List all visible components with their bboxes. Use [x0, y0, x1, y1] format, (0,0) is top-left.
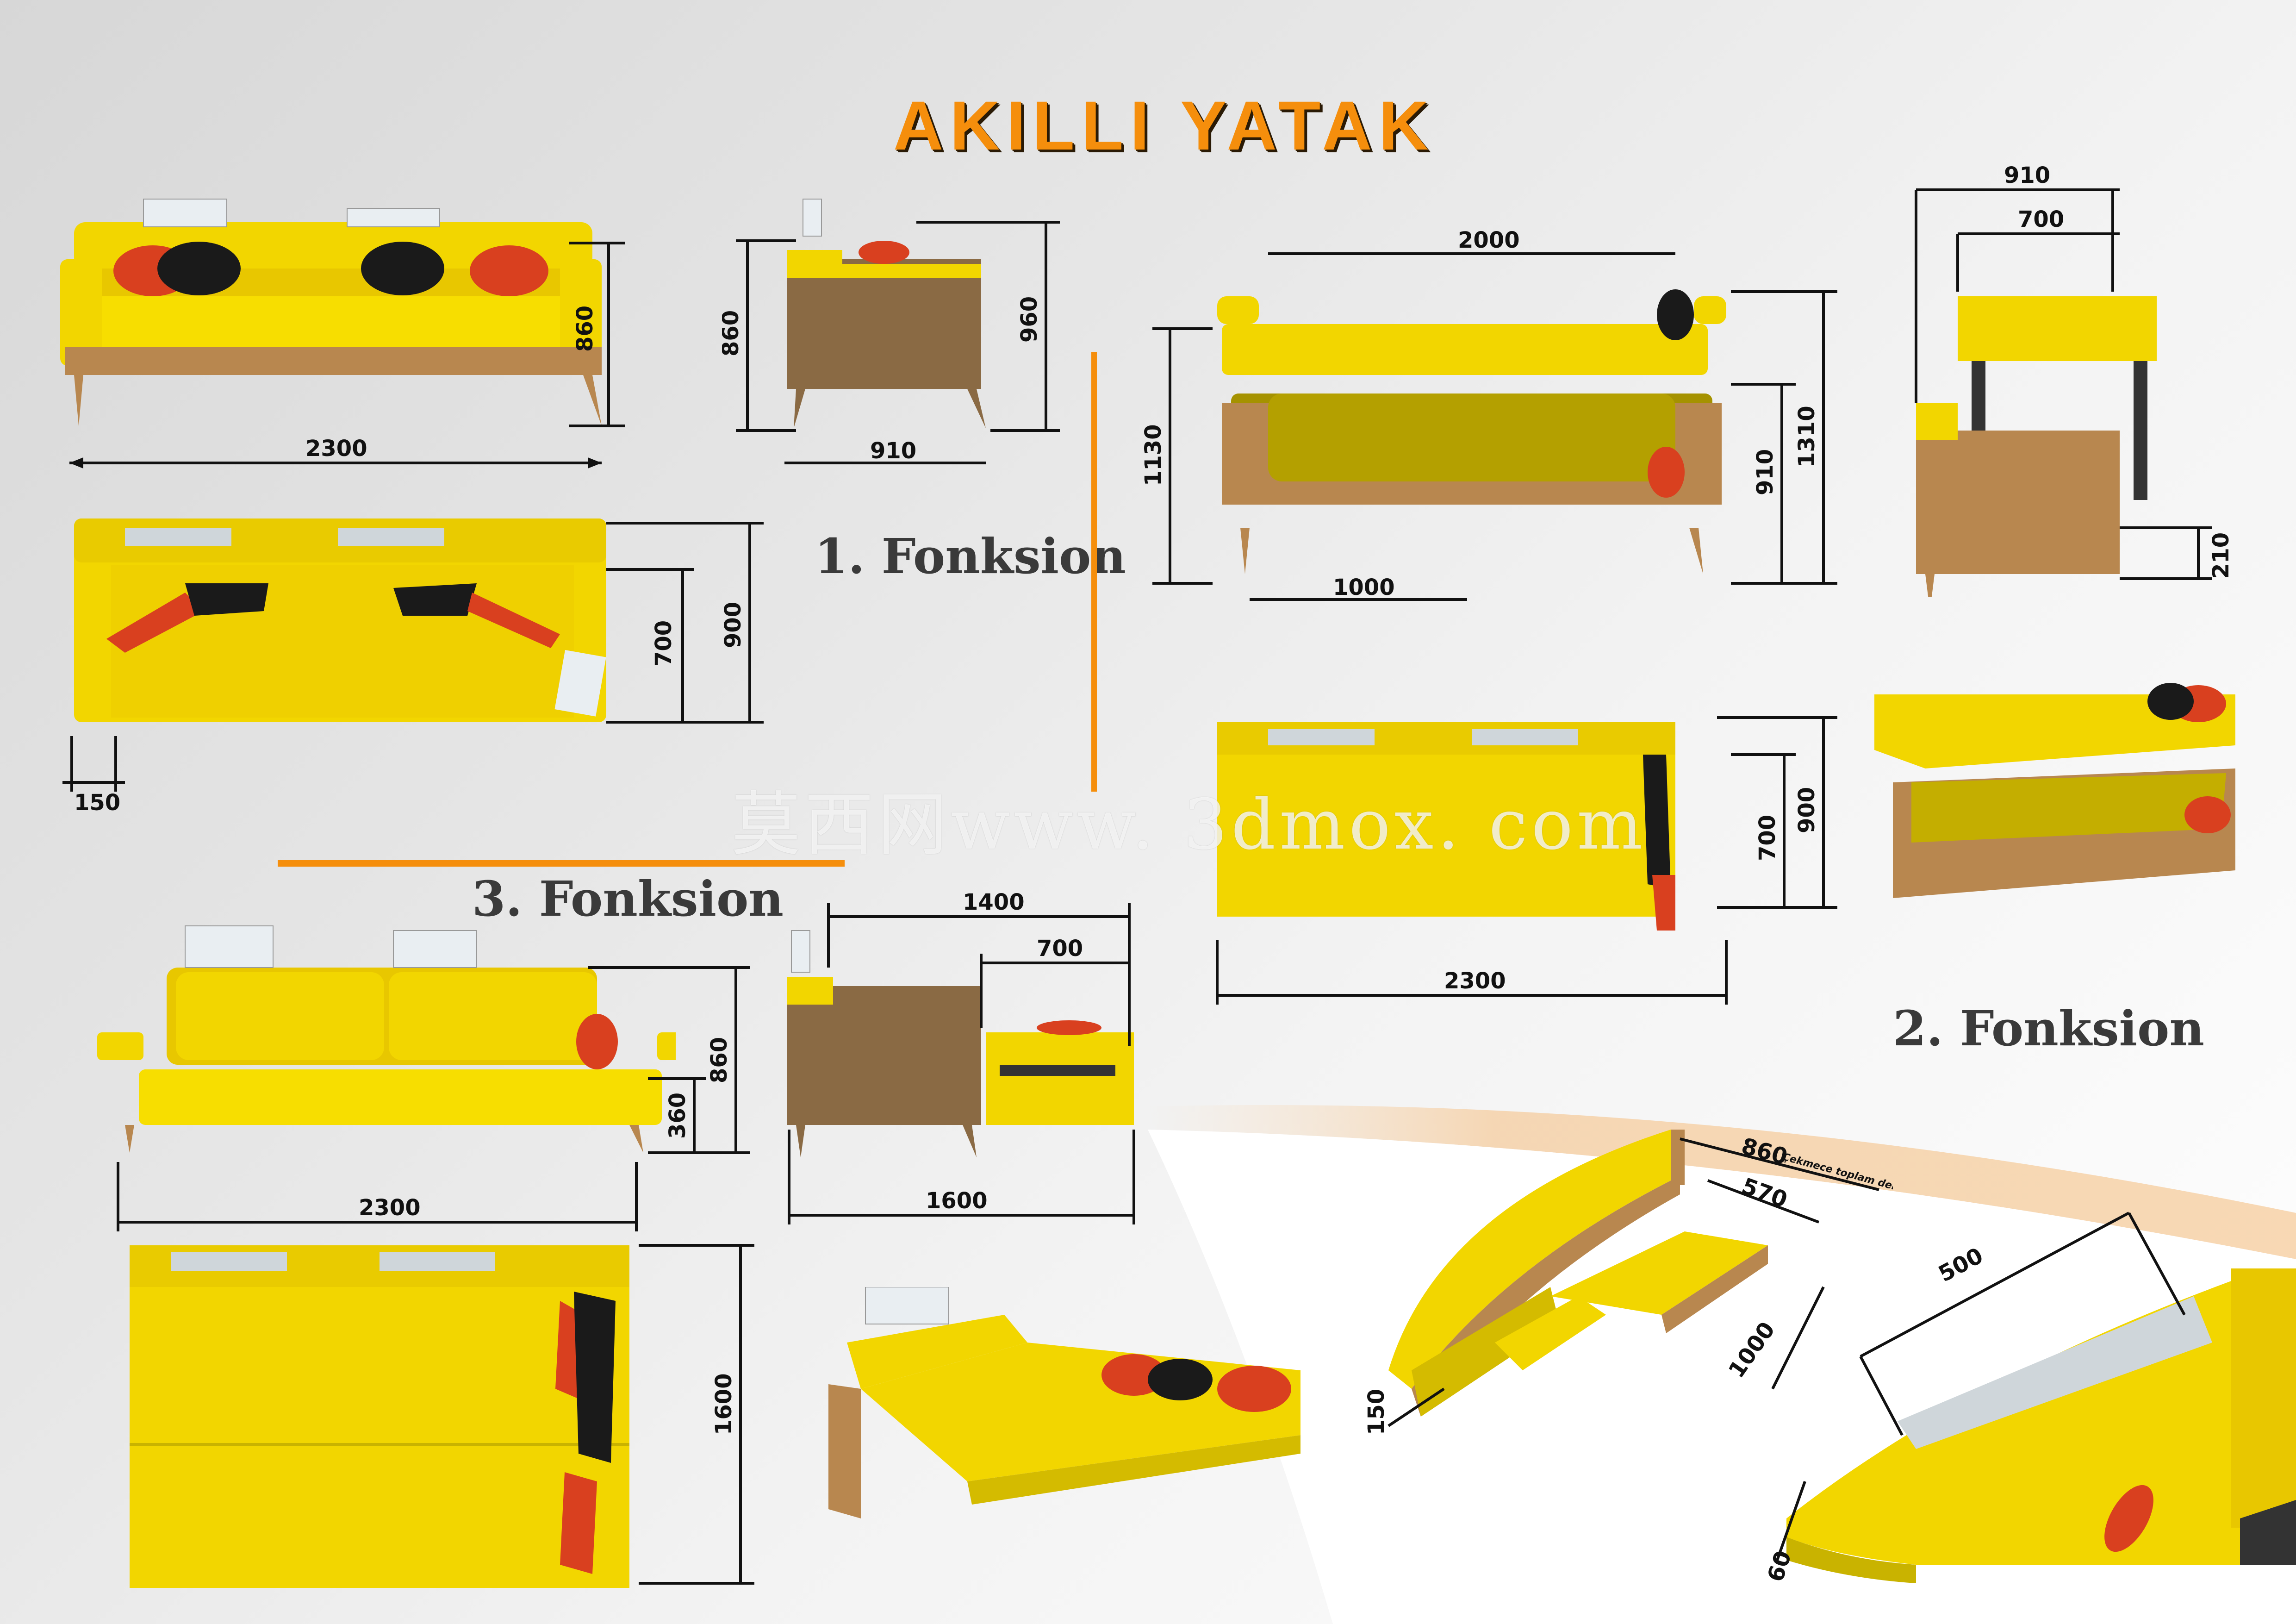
- drawer-dims: 860 Çekmece toplam derinlik 570 1000 150: [1363, 1133, 1893, 1435]
- f2-front-dims: 2000 1130 1000 910 1310: [1140, 227, 1837, 601]
- f2-side-dims: 910 700 210: [1915, 162, 2234, 580]
- dim-2300: 2300: [305, 436, 367, 462]
- f3-side-view: [787, 930, 1134, 1157]
- dim-960: 960: [1016, 296, 1042, 343]
- f1-side-view: [787, 199, 986, 428]
- page-title: AKILLI YATAK: [893, 87, 1435, 164]
- shelf-closeup: [1786, 1268, 2296, 1583]
- f3-perspective: [828, 1287, 1300, 1518]
- f2-front-view: [1217, 289, 1726, 574]
- shelf-dims: 500 60: [1768, 1212, 2186, 1585]
- dim-500: 500: [1934, 1243, 1987, 1287]
- dim-1130: 1130: [1140, 424, 1166, 486]
- dim-2300-f2: 2300: [1444, 968, 1506, 994]
- f3-front-view: [97, 925, 676, 1153]
- dim-860-drawer: 860: [1739, 1133, 1790, 1170]
- dim-150: 150: [74, 790, 120, 816]
- f2-perspective: [1874, 683, 2235, 898]
- dim-210: 210: [2208, 532, 2234, 579]
- dim-700-f2: 700: [1755, 815, 1780, 861]
- dim-860-side: 860: [722, 310, 744, 356]
- dim-910-side-f2: 910: [2004, 162, 2050, 188]
- dim-900: 900: [720, 602, 746, 648]
- drawer-note: Çekmece toplam derinlik: [1781, 1151, 1893, 1199]
- dim-1400: 1400: [963, 889, 1025, 915]
- dim-2300-f3: 2300: [359, 1195, 421, 1221]
- horizontal-divider: [278, 860, 845, 867]
- f1-top-dims: 900 700 150: [62, 522, 764, 816]
- f1-side-dims: 860 960 910: [722, 221, 1060, 464]
- dim-60: 60: [1768, 1548, 1797, 1585]
- f1-front-view: [60, 199, 602, 426]
- section-label-function-3: 3. Fonksion: [472, 870, 784, 927]
- f3-top-view: [130, 1245, 629, 1588]
- section-label-function-2: 2. Fonksion: [1893, 1000, 2205, 1057]
- dim-860-f3: 860: [706, 1037, 732, 1083]
- f3-side-dims: 1400 700 1600: [788, 889, 1135, 1224]
- dim-910-f2: 910: [1752, 449, 1778, 495]
- dim-910: 910: [870, 438, 916, 464]
- f2-top-dims: 900 700 2300: [1216, 716, 1837, 1005]
- dim-2000: 2000: [1458, 227, 1520, 253]
- dim-360: 360: [665, 1093, 691, 1139]
- f2-top-view: [1217, 722, 1675, 931]
- dim-700-side-f2: 700: [2018, 206, 2064, 232]
- vertical-divider: [1091, 352, 1097, 792]
- dim-1310: 1310: [1794, 406, 1820, 468]
- dim-1600: 1600: [926, 1188, 988, 1214]
- dim-860: 860: [572, 306, 598, 352]
- dim-700: 700: [651, 620, 677, 667]
- dim-1000: 1000: [1333, 575, 1395, 600]
- section-label-function-1: 1. Fonksion: [815, 528, 1126, 585]
- f3-top-dims: 1600: [639, 1244, 754, 1585]
- f1-front-dims: 2300 860: [69, 242, 625, 468]
- f1-top-view: [74, 518, 606, 722]
- dim-1600-top: 1600: [711, 1373, 737, 1435]
- f2-side-view: [1916, 296, 2157, 597]
- dim-150-drawer: 150: [1363, 1389, 1389, 1435]
- dim-900-f2: 900: [1794, 787, 1820, 833]
- watermark: 莫西网www. 3dmox. com: [731, 785, 1647, 865]
- dim-700-f3: 700: [1037, 936, 1083, 962]
- f3-front-dims: 860 360 2300: [117, 966, 750, 1231]
